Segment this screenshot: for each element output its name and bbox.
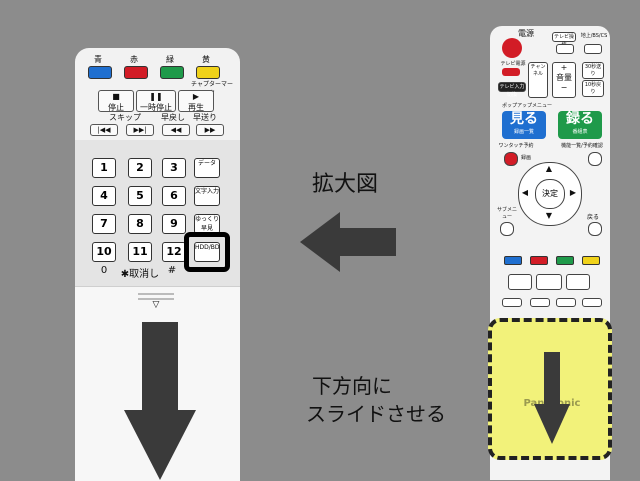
keypad-key[interactable]: 3: [162, 158, 186, 178]
play-button[interactable]: ▶再生: [178, 90, 214, 112]
right-arrow-icon: ▶: [569, 188, 577, 197]
tv-input-button[interactable]: テレビ入力切換: [498, 82, 526, 98]
small-green-button[interactable]: [556, 256, 574, 265]
skip-label: スキップ: [109, 113, 141, 122]
skip-forward-button[interactable]: ▶▶|: [126, 124, 154, 136]
up-arrow-icon: ▲: [545, 164, 553, 173]
cover-grip: [138, 293, 174, 300]
tv-power-label: テレビ電源: [500, 61, 526, 67]
triangle-icon: ▽: [152, 300, 160, 310]
power-button[interactable]: [502, 38, 522, 58]
keypad-key[interactable]: 10: [92, 242, 116, 262]
small-skip-fwd-button[interactable]: [530, 298, 550, 307]
channel-rocker[interactable]: チャンネル: [528, 62, 548, 98]
pause-icon: ❚❚: [149, 92, 163, 101]
down-arrow-large-icon: [124, 322, 196, 480]
instruction-line-1: 下方向に: [312, 374, 392, 398]
skip-back-icon: |◀◀: [97, 126, 111, 134]
stop-icon: ■: [112, 92, 120, 101]
small-blue-button[interactable]: [504, 256, 522, 265]
skip-forward-icon: ▶▶|: [133, 126, 147, 134]
keypad-key[interactable]: ゆっくり早見: [194, 214, 220, 234]
left-arrow-icon: [300, 212, 396, 272]
highlight-box: [184, 232, 230, 272]
keypad-key[interactable]: 文字入力: [194, 186, 220, 206]
green-label: 緑: [166, 55, 174, 64]
zoom-label: 拡大図: [312, 172, 379, 197]
stop-button[interactable]: ■停止: [98, 90, 134, 112]
keypad-key[interactable]: 12: [162, 242, 186, 262]
skip30-button[interactable]: 30秒送り: [582, 62, 604, 79]
skip-back-button[interactable]: |◀◀: [90, 124, 118, 136]
keypad-key[interactable]: 5: [128, 186, 152, 206]
func-list-label: 機能一覧/予約確認: [561, 143, 603, 149]
back-label: 戻る: [586, 214, 599, 221]
down-arrow-icon: ▼: [545, 211, 553, 220]
keypad-key[interactable]: 1: [92, 158, 116, 178]
small-skip-back-button[interactable]: [502, 298, 522, 307]
small-pause-button[interactable]: [536, 274, 562, 290]
small-forward-button[interactable]: [582, 298, 602, 307]
func-list-button[interactable]: [588, 152, 602, 166]
blue-label: 青: [94, 55, 102, 64]
red-button[interactable]: [124, 66, 148, 79]
broadcast-label: 地上/BS/CS: [580, 33, 608, 39]
popup-menu-label: ポップアップメニュー: [502, 103, 553, 109]
zero-label: 0: [100, 265, 108, 276]
forward-button[interactable]: ▶▶: [196, 124, 224, 136]
small-stop-button[interactable]: [508, 274, 532, 290]
one-touch-label: ワンタッチ予約: [498, 143, 534, 149]
rewind-button[interactable]: ◀◀: [162, 124, 190, 136]
play-icon: ▶: [192, 92, 200, 101]
cancel-label: ✱取消し: [120, 269, 160, 280]
forward-label: 早送り: [193, 113, 217, 122]
sub-menu-label: サブメニュー: [496, 207, 517, 220]
tv-control-button[interactable]: [556, 44, 574, 54]
yellow-button[interactable]: [196, 66, 220, 79]
red-label: 赤: [130, 55, 138, 64]
back10-button[interactable]: 10秒戻り: [582, 80, 604, 97]
volume-rocker[interactable]: +音量−: [552, 62, 576, 98]
blue-button[interactable]: [88, 66, 112, 79]
left-arrow-small-icon: ◀: [521, 188, 529, 197]
hash-label: #: [167, 265, 177, 276]
record-button[interactable]: 録る 番組表: [558, 111, 602, 139]
sub-menu-button[interactable]: [500, 222, 514, 236]
small-yellow-button[interactable]: [582, 256, 600, 265]
down-arrow-small-icon: [534, 352, 570, 444]
enter-button[interactable]: 決定: [535, 179, 565, 209]
small-play-button[interactable]: [566, 274, 590, 290]
keypad-key[interactable]: 11: [128, 242, 152, 262]
forward-icon: ▶▶: [204, 126, 216, 134]
record-small-label: 録画: [520, 155, 531, 161]
small-red-button[interactable]: [530, 256, 548, 265]
keypad-key[interactable]: データ: [194, 158, 220, 178]
keypad-key[interactable]: 4: [92, 186, 116, 206]
view-button[interactable]: 見る 録画一覧: [502, 111, 546, 139]
keypad-key[interactable]: 7: [92, 214, 116, 234]
rewind-icon: ◀◀: [170, 126, 182, 134]
one-touch-button[interactable]: [504, 152, 518, 166]
tv-switch-button[interactable]: テレビ操作: [552, 32, 576, 48]
green-button[interactable]: [160, 66, 184, 79]
power-label: 電源: [518, 29, 534, 38]
keypad-key[interactable]: 9: [162, 214, 186, 234]
yellow-label: 黄: [202, 55, 210, 64]
keypad-key[interactable]: HDD/BD: [194, 242, 220, 262]
tv-power-button[interactable]: [502, 68, 520, 76]
pause-button[interactable]: ❚❚一時停止: [136, 90, 176, 112]
keypad-key[interactable]: 6: [162, 186, 186, 206]
broadcast-button[interactable]: [584, 44, 602, 54]
rewind-label: 早戻し: [161, 113, 185, 122]
back-button[interactable]: [588, 222, 602, 236]
keypad-key[interactable]: 8: [128, 214, 152, 234]
small-rewind-button[interactable]: [556, 298, 576, 307]
keypad-key[interactable]: 2: [128, 158, 152, 178]
instruction-line-2: スライドさせる: [306, 402, 446, 426]
